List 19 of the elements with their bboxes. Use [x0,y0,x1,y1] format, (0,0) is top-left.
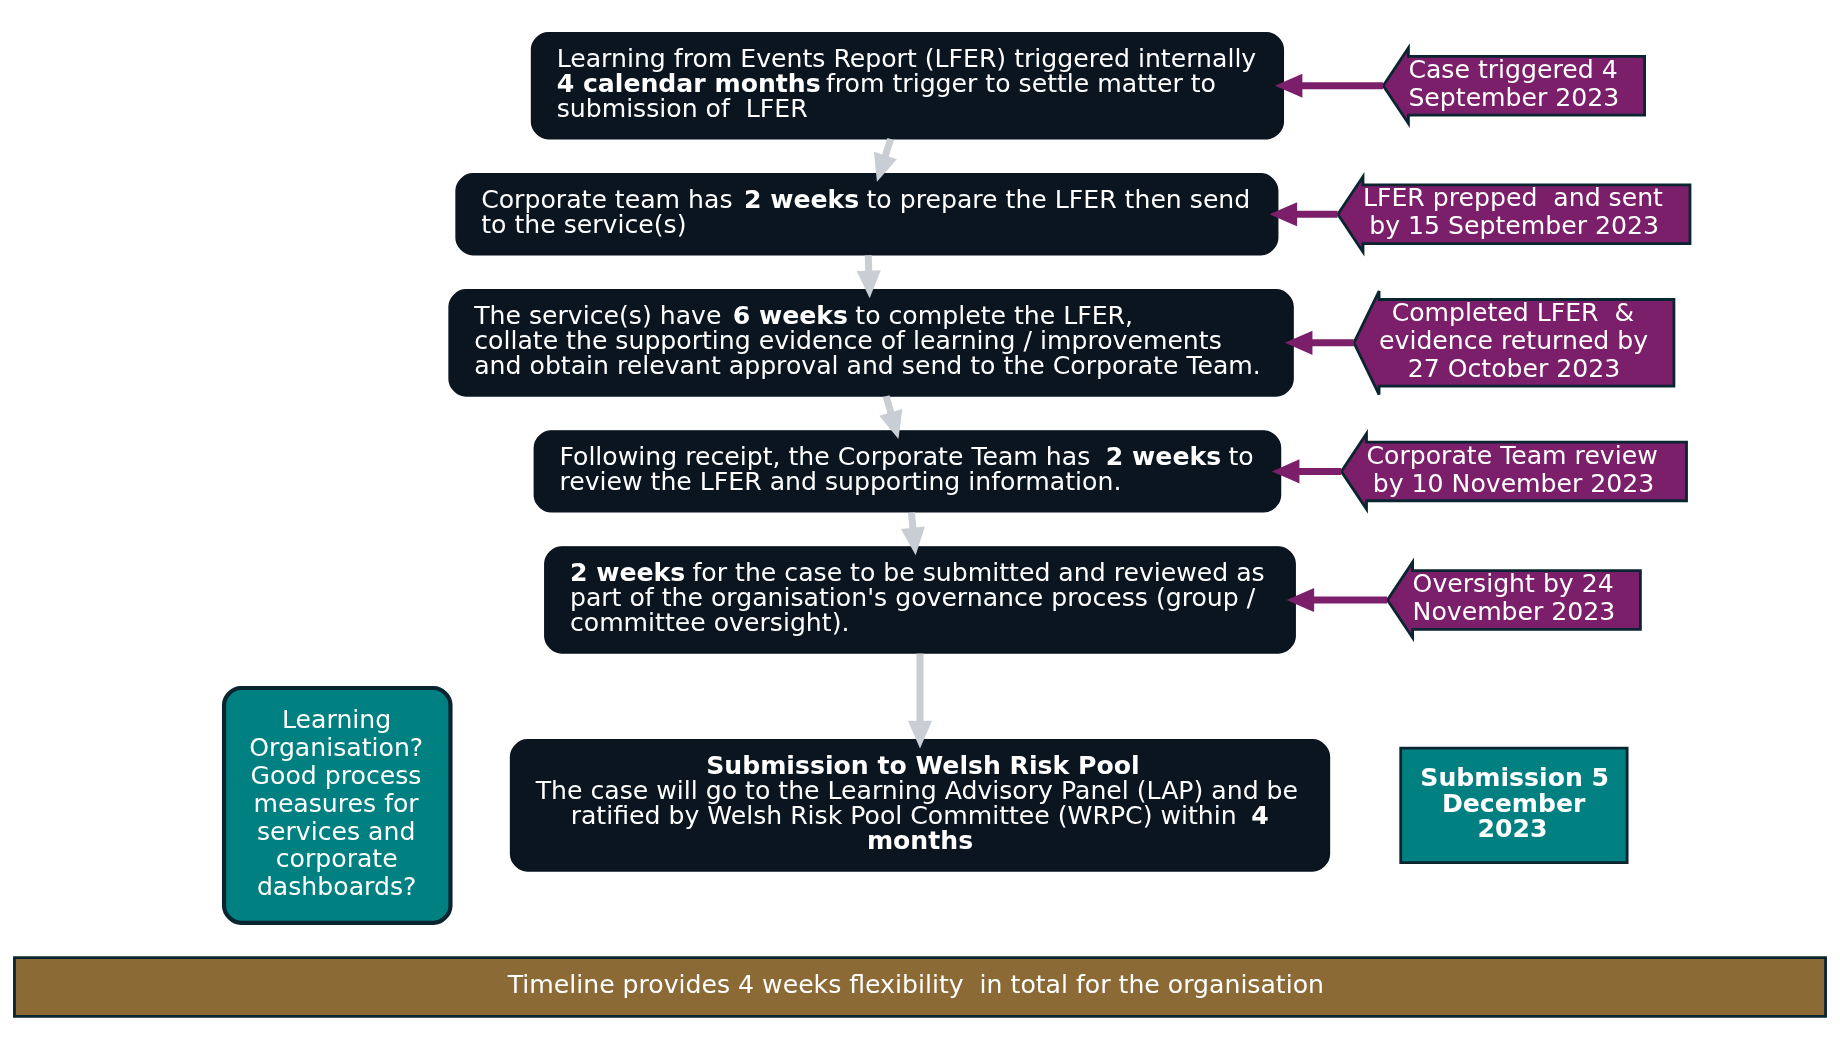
node-box: Submission 5 December 2023 [1399,746,1629,865]
node-box: 2 weeks for the case to be submitted and reviewed as part of the organisation's governance process (group / committee oversight). [544,546,1296,654]
arrow [879,395,903,439]
arrow [1286,587,1388,613]
arrow [900,512,925,556]
node-box: Timeline provides 4 weeks flexibility in total for the organisation [13,956,1827,1018]
node-box: Submission to Welsh Risk Pool The case will go to the Learning Advisory Panel (LAP) and be ratified by Welsh Risk Pool Committee (WRPC) within 4 months [509,739,1331,872]
arrow [1274,73,1383,98]
arrow [873,137,897,182]
arrow [1271,459,1342,484]
node-box: Learning Organisation? Good process measures for services and corporate dashboards? [221,685,453,925]
node-box: Learning from Events Report (LFER) triggered internally 4 calendar months from trigger to settle matter to submission of LFER [530,31,1285,140]
arrow [907,653,933,749]
arrow [1284,330,1354,355]
node-box: Following receipt, the Corporate Team has 2 weeks to review the LFER and supporting information. [533,430,1282,513]
node-box: Corporate team has 2 weeks to prepare the LFER then send to the service(s) [455,173,1279,256]
node-box: The service(s) have 6 weeks to complete the LFER, collate the supporting evidence of learning / improvements and obtain relevant approval and send to the Corporate Team. [448,289,1294,397]
arrow [856,255,881,299]
arrow [1269,202,1338,227]
